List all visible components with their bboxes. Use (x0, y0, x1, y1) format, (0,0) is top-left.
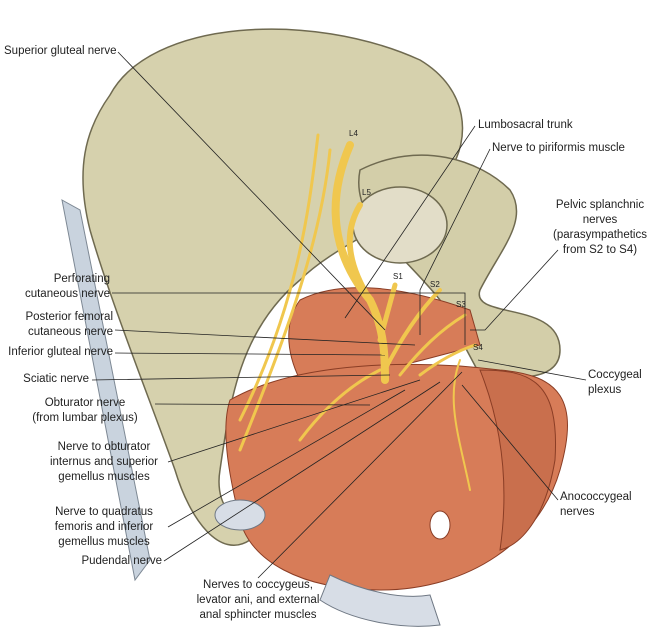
lower-ligament (319, 574, 441, 627)
root-s2: S2 (430, 280, 440, 289)
label-line: gemellus muscles (58, 536, 150, 548)
label-line: levator ani, and external (196, 594, 320, 606)
root-s4: S4 (473, 343, 483, 352)
label-line: gemellus muscles (58, 471, 150, 483)
label-coccygeal-plexus: Coccygeal plexus (588, 368, 642, 398)
label-line: (from lumbar plexus) (32, 412, 138, 424)
label-nerve-to-quadratus-femoris: Nerve to quadratus femoris and inferior … (42, 505, 166, 550)
ligament-band (61, 199, 151, 582)
label-line: Perforating (53, 273, 110, 285)
label-line: cutaneous nerve (27, 326, 113, 338)
label-pudendal-nerve: Pudendal nerve (81, 555, 162, 567)
label-line: Nerves to coccygeus, (203, 579, 313, 591)
label-sciatic-nerve: Sciatic nerve (23, 373, 89, 385)
sacral-plexus-nerves (238, 133, 477, 491)
label-obturator-nerve: Obturator nerve (from lumbar plexus) (16, 396, 154, 426)
label-nerve-to-obturator-internus: Nerve to obturator internus and superior… (42, 440, 166, 485)
label-nerves-to-coccygeus: Nerves to coccygeus, levator ani, and ex… (178, 578, 338, 623)
label-lumbosacral-trunk: Lumbosacral trunk (478, 119, 573, 131)
label-line: Obturator nerve (44, 397, 126, 409)
label-line: cutaneous nerve (24, 288, 110, 300)
label-line: nerves (560, 506, 595, 518)
root-s1: S1 (393, 272, 403, 281)
label-posterior-femoral-cutaneous-nerve: Posterior femoral cutaneous nerve (25, 310, 113, 340)
label-line: Posterior femoral (25, 311, 113, 323)
label-perforating-cutaneous-nerve: Perforating cutaneous nerve (25, 272, 110, 302)
root-s3: S3 (456, 300, 466, 309)
label-superior-gluteal-nerve: Superior gluteal nerve (4, 45, 117, 57)
label-line: plexus (588, 384, 622, 396)
label-line: anal sphincter muscles (199, 609, 317, 621)
root-l4: L4 (349, 129, 358, 138)
label-line: internus and superior (49, 456, 159, 468)
leader-lines (91, 51, 587, 579)
label-line: Coccygeal (588, 369, 642, 381)
label-line: Nerve to quadratus (55, 506, 153, 518)
vertebral-disc (352, 186, 448, 264)
label-inferior-gluteal-nerve: Inferior gluteal nerve (8, 346, 113, 358)
label-line: Pelvic splanchnic (555, 199, 645, 211)
label-line: from S2 to S4) (562, 244, 638, 256)
label-anococcygeal-nerves: Anococcygeal nerves (560, 490, 632, 520)
ischial-tuberosity (214, 499, 266, 531)
label-nerve-to-piriformis: Nerve to piriformis muscle (492, 142, 625, 154)
label-line: Nerve to obturator (57, 441, 151, 453)
label-pelvic-splanchnic-nerves: Pelvic splanchnic nerves (parasympatheti… (552, 198, 648, 258)
label-line: femoris and inferior (54, 521, 154, 533)
coccygeus-muscle (479, 369, 557, 551)
label-line: Anococcygeal (560, 491, 632, 503)
label-line: nerves (582, 214, 618, 226)
anal-opening (429, 510, 451, 540)
label-line: (parasympathetics (553, 229, 647, 241)
root-l5: L5 (362, 188, 371, 197)
